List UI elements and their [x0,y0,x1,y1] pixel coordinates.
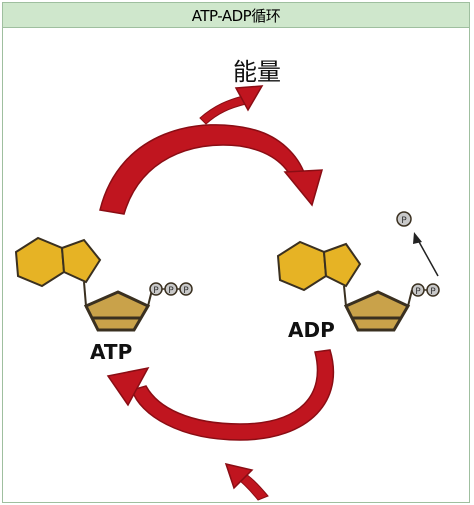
atp-p2-label: P [168,286,174,296]
free-phosphate-label: P [401,216,407,226]
adp-label: ADP [288,318,335,342]
atp-pentagon [83,290,151,332]
atp-p3-label: P [183,286,189,296]
energy-label: 能量 [233,58,281,86]
free-phosphate [396,211,412,227]
atp-p1-label: P [153,286,159,296]
adp-p1-label: P [415,287,421,297]
released-phosphate: P [396,211,439,277]
atp-molecule: P P P [14,236,193,332]
bottom-cycle-arrow [106,349,335,441]
page-title: ATP-ADP循环 [3,3,469,28]
atp-hexagon [14,236,66,288]
adp-p2-label: P [430,287,436,297]
adp-five-ring [322,242,362,288]
top-cycle-arrow [99,124,324,215]
adp-hexagon [276,240,328,292]
energy-input-arrow [224,462,269,501]
adp-molecule: P P [276,240,440,332]
adp-pentagon [343,290,411,332]
atp-five-ring [60,238,102,284]
energy-release-arrow [199,85,264,125]
atp-label: ATP [90,340,133,364]
